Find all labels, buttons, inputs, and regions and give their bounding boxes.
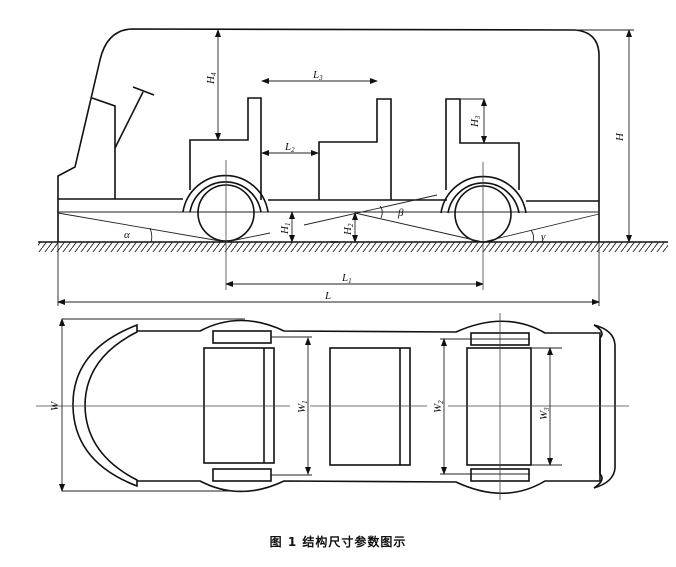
label-gamma: γ <box>541 231 546 243</box>
label-alpha: α <box>124 229 130 241</box>
rear-wheel <box>440 162 527 290</box>
front-seat <box>189 97 262 200</box>
side-view: H H4 H3 H1 H2 L3 L2 L1 L α β γ <box>38 28 668 306</box>
top-front-seat <box>203 347 275 464</box>
svg-text:W2: W2 <box>432 400 445 413</box>
top-middle-seat <box>329 347 411 466</box>
label-W3: W3 <box>538 407 551 420</box>
label-W2: W2 <box>432 400 445 413</box>
label-H: H <box>614 132 626 142</box>
label-beta: β <box>397 207 404 219</box>
dashboard <box>91 97 116 199</box>
label-H3: H3 <box>469 115 482 128</box>
label-L2: L2 <box>284 141 295 154</box>
figure-caption: 图 1 结构尺寸参数图示 <box>269 535 407 549</box>
svg-text:H2: H2 <box>342 223 355 236</box>
vehicle-body-outline <box>57 28 600 242</box>
label-L3: L3 <box>312 69 323 82</box>
label-W: W <box>49 401 61 411</box>
front-bumper <box>72 323 138 488</box>
front-right-wheel <box>212 468 272 482</box>
top-rear-seat <box>466 347 532 466</box>
svg-text:W1: W1 <box>296 400 309 413</box>
top-view: W W1 W2 W3 <box>36 313 629 500</box>
label-W1: W1 <box>296 400 309 413</box>
steering-wheel <box>114 86 155 149</box>
svg-text:H4: H4 <box>205 72 218 85</box>
label-H1: H1 <box>279 223 292 235</box>
svg-text:W3: W3 <box>538 407 551 420</box>
middle-seat <box>318 98 392 200</box>
label-L: L <box>324 290 331 302</box>
front-wheel <box>182 160 269 290</box>
svg-text:H1: H1 <box>279 223 292 235</box>
svg-text:H3: H3 <box>469 115 482 128</box>
ground-line <box>38 241 668 252</box>
rear-bumper <box>593 324 616 489</box>
front-left-wheel <box>212 330 272 344</box>
label-H4: H4 <box>205 72 218 85</box>
label-H2: H2 <box>342 223 355 236</box>
rear-seat <box>445 98 520 190</box>
label-L1: L1 <box>341 272 352 285</box>
